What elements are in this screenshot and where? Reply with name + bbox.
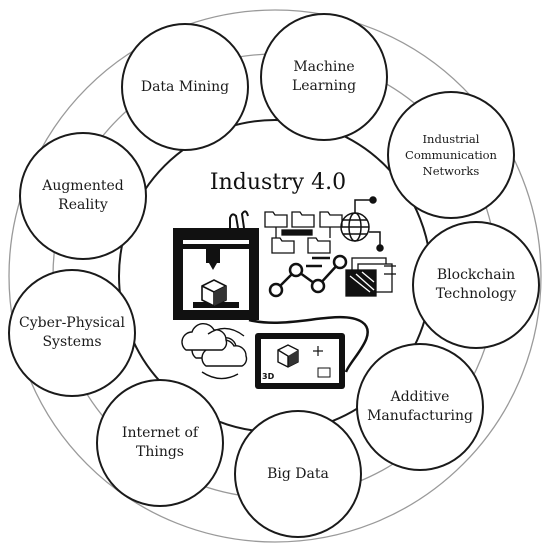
cloud-icon — [181, 323, 248, 380]
center-title: Industry 4.0 — [209, 170, 347, 195]
cable-line — [248, 315, 369, 373]
tech-circle-cyber-physical-systems — [8, 269, 136, 397]
3d-printer-icon — [173, 210, 259, 320]
tech-circle-internet-of-things — [96, 379, 224, 507]
line-graph-icon — [268, 254, 348, 298]
tech-circle-industrial-communication-networks — [387, 91, 515, 219]
tablet-icon — [255, 333, 345, 389]
screen-3d-label: 3D — [262, 372, 275, 381]
tech-circle-data-mining — [121, 23, 249, 151]
outer-ring — [8, 9, 542, 543]
globe-icon — [340, 196, 384, 252]
tech-circle-additive-manufacturing — [356, 343, 484, 471]
tech-circle-augmented-reality — [19, 132, 147, 260]
tech-circle-machine-learning — [260, 13, 388, 141]
blockchain-icon — [345, 257, 396, 297]
tech-circle-blockchain-technology — [412, 221, 540, 349]
folder-network-icon — [264, 211, 343, 254]
tech-circle-big-data — [234, 410, 362, 538]
